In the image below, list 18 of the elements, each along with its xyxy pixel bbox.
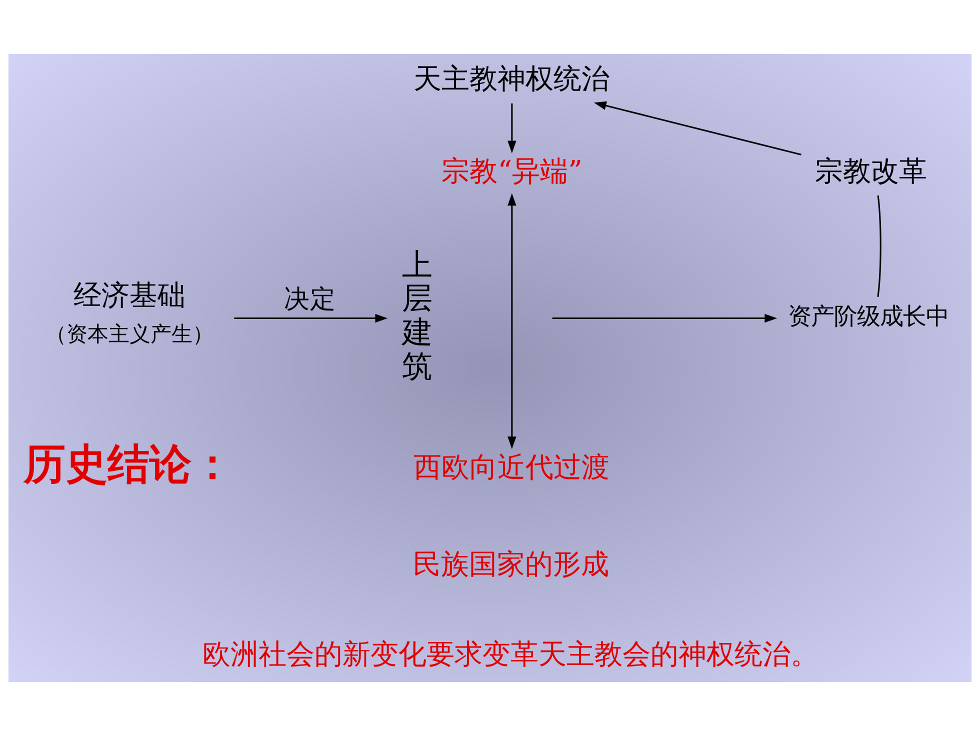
label: 欧洲社会的新变化要求变革天主教会的神权统治。: [202, 637, 819, 670]
node-label: （资本主义产生）: [45, 320, 214, 346]
node-text: 资产阶级成长中: [788, 302, 949, 330]
arrow: [508, 102, 516, 153]
arrow: [552, 313, 778, 322]
node-text: 天主教神权统治: [414, 62, 610, 95]
label: 历史结论：: [24, 438, 234, 488]
node-text: 宗教“异端”: [442, 154, 582, 188]
node-text: 宗教改革: [814, 154, 927, 188]
arrow: [594, 100, 802, 155]
arrow: [234, 313, 388, 322]
edge-label: 决定: [284, 284, 336, 314]
node-text: 西欧向近代过渡: [414, 450, 610, 483]
node-text: 经济基础: [73, 278, 186, 311]
connector: [877, 194, 882, 296]
arrow: [508, 192, 516, 448]
label: 民族国家的形成: [413, 546, 610, 580]
node-text: 上层建筑: [402, 247, 432, 384]
